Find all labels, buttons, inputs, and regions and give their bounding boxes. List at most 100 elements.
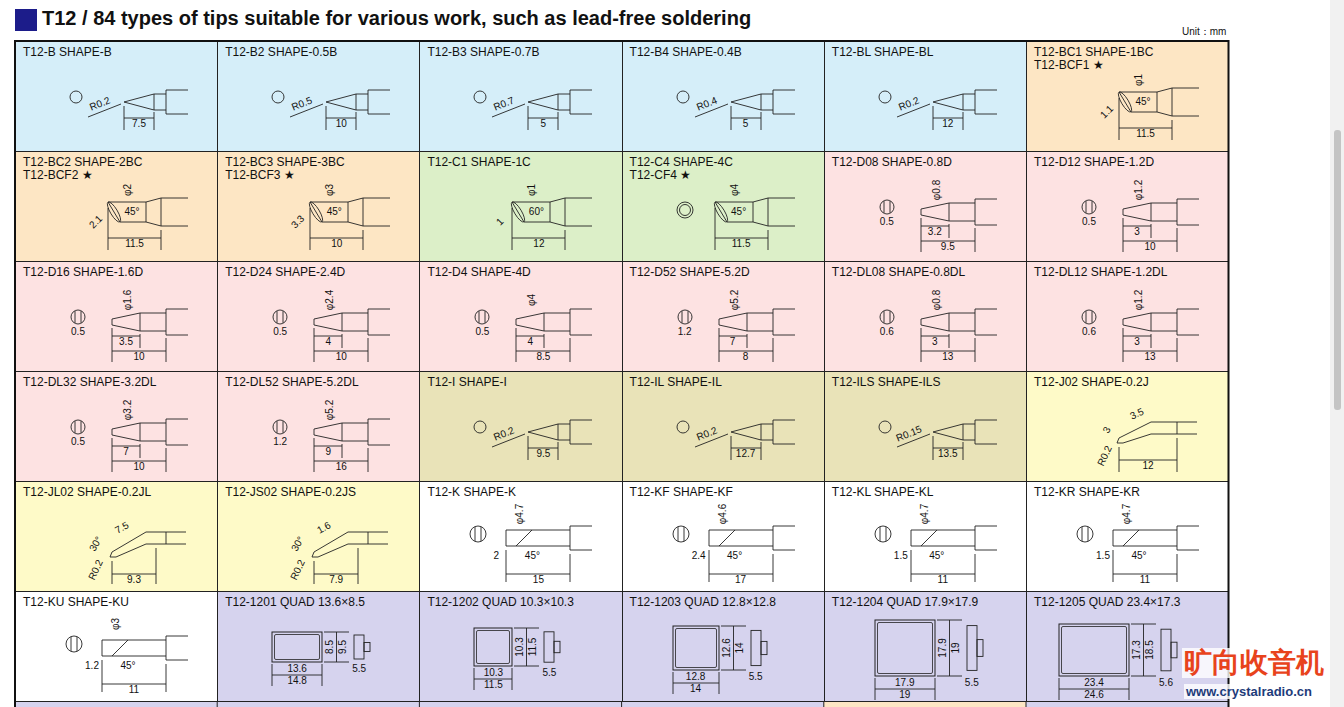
tip-cell: T12-JL02 SHAPE-0.2JL7.530°R0.29.3 [15,481,218,592]
dimension-value: 10 [133,352,144,362]
dimension-value: 12.7 [736,449,755,459]
dimension-value: φ3 [111,618,121,630]
tip-drawing [420,42,622,152]
dimension-value: 7.9 [329,575,343,585]
dimension-value: 9.5 [338,640,348,654]
dimension-value: 3.3 [290,214,307,231]
dimension-value: 10 [1144,242,1155,252]
quad-side-view [967,626,977,671]
tip-cell: T12-D08 SHAPE-0.8Dφ0.80.53.29.5 [824,151,1027,262]
tip-model-name: T12-KL SHAPE-KL [832,486,934,498]
dimension-value: R0.2 [88,95,111,112]
tip-drawing [218,482,420,592]
dimension-value: 45° [327,207,342,217]
dimension-value: 11.5 [484,680,503,690]
dimension-value: 7.5 [132,119,146,129]
quad-outer [1059,624,1129,676]
tip-cell: T12-B SHAPE-BR0.27.5 [15,41,218,152]
outline-line [512,208,565,250]
dimension-value: φ1.2 [1134,180,1144,200]
dimension-value: 5 [541,119,547,129]
tip-cell: T12-DL12 SHAPE-1.2DLφ1.20.6313 [1026,261,1229,372]
end-view [1082,200,1096,214]
tip-drawing [825,592,1027,702]
unit-note: Unit：mm [1180,26,1228,38]
dimension-value: φ4.6 [718,504,728,524]
outline-line [528,420,592,444]
outline-line [112,548,156,584]
tip-cell: T12-B2 SHAPE-0.5BR0.510 [217,41,420,152]
end-view [1077,526,1093,542]
outline-line [933,106,963,130]
tip-drawing [623,262,825,372]
outline-line [75,421,81,433]
tip-cell: T12-KL SHAPE-KLφ4.71.545°11 [824,481,1027,592]
dimension-value: 1.2 [678,327,692,337]
dimension-value: φ4 [527,294,537,306]
dimension-value: 3.5 [119,337,133,347]
outline-line [108,208,161,250]
outline-line [326,90,390,114]
outline-line [1082,527,1088,541]
dimension-value: 13.6 [287,664,306,674]
dimension-value: 1.5 [894,551,908,561]
dimension-value: 0.6 [880,327,894,337]
tip-cell: T12-1204 QUAD 17.9×17.917.91917.9195.5 [824,591,1027,702]
outline-line [314,419,390,445]
dimension-value: 10 [133,462,144,472]
dimension-value: φ4.7 [1122,504,1132,524]
end-view [273,310,287,324]
dimension-value: 8.5 [325,640,335,654]
tip-drawing [825,372,1027,482]
outline-line [884,201,890,213]
outline-line [514,628,539,666]
outline-line [112,309,188,335]
tip-cell: T12-JS02 SHAPE-0.2JS1.630°R0.27.9 [217,481,420,592]
quad-stub [1171,642,1177,658]
dimension-value: 17.9 [895,678,914,688]
dimension-value: 45° [929,551,944,561]
dimension-value: 45° [727,551,742,561]
tip-drawing [420,372,622,482]
dimension-value: 2.1 [88,214,105,231]
dimension-value: φ1.6 [123,290,133,310]
dimension-value: 13.5 [938,449,957,459]
dimension-value: φ1.2 [1134,290,1144,310]
tip-drawing [218,372,420,482]
outline-line [474,668,512,690]
dimension-value: 18.5 [1145,640,1155,659]
dimension-value: φ4.7 [515,504,525,524]
dimension-value: φ3 [325,184,335,196]
tip-model-name: T12-I SHAPE-I [427,376,506,388]
outline-line [310,208,363,250]
dimension-value: 10.3 [484,668,503,678]
outline-line [124,106,154,130]
end-view [677,202,693,218]
tip-cell: T12-ILS SHAPE-ILSR0.1513.5 [824,371,1027,482]
dimension-value: 24.6 [1084,690,1103,700]
tip-drawing [16,262,218,372]
dimension-value: 11.5 [1136,129,1155,139]
dimension-value: 13 [942,352,953,362]
dimension-value: 1.1 [1099,104,1116,121]
table-border [15,41,1229,707]
dimension-value: 5.5 [749,672,763,682]
outline-line [516,328,570,362]
scrollbar-track [1330,0,1344,707]
dimension-value: 12 [942,119,953,129]
tip-drawing [16,592,218,702]
dimension-value: 0.5 [880,217,894,227]
end-view [273,420,287,434]
dimension-value: 11 [938,575,948,585]
dimension-value: 7 [123,447,129,457]
tip-cell: T12-K SHAPE-Kφ4.7245°15 [419,481,622,592]
quad-stub [977,640,983,657]
tip-drawing [1027,482,1229,592]
tip-model-name: T12-BC1 SHAPE-1BC [1034,46,1153,58]
quad-inner [877,623,932,674]
tip-cell: T12-DL32 SHAPE-3.2DLφ3.20.5710 [15,371,218,482]
outline-line [715,208,768,250]
dimension-value: 10 [331,239,342,249]
outline-line [719,328,773,362]
